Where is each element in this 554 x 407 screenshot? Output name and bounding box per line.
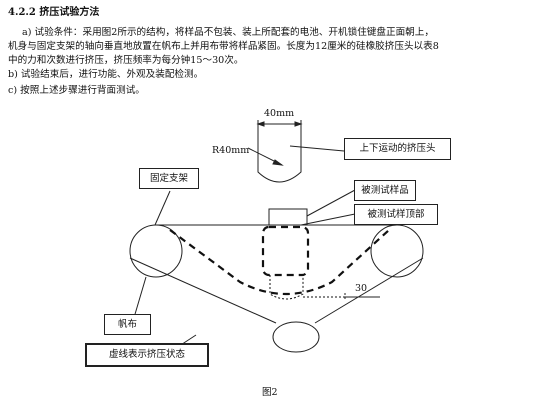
dimension-width-label: 40mm: [264, 108, 295, 119]
paragraph-a-line-1: a) 试验条件：采用图2所示的结构，将样品不包装、装上所配套的电池、开机锁住键盘…: [22, 27, 434, 38]
test-sample: [268, 208, 308, 226]
dimension-arrow-left: [256, 121, 265, 127]
dashed-note-label: 虚线表示挤压状态: [85, 343, 209, 367]
press-head-label: 上下运动的挤压头: [344, 138, 451, 160]
sample-leader: [306, 189, 356, 217]
squeeze-canvas-dashed: [169, 229, 390, 296]
press-head: [257, 134, 302, 183]
canvas-right-diagonal: [314, 257, 424, 324]
paragraph-b: b) 试验结束后，进行功能、外观及装配检测。: [8, 69, 204, 80]
sample-top-label: 被测试样顶部: [354, 204, 438, 225]
paragraph-c: c) 按照上述步骤进行背面测试。: [8, 85, 145, 96]
sample-label: 被测试样品: [354, 180, 416, 201]
radius-label: R40mm: [212, 145, 250, 156]
squeeze-head-dotted: [269, 275, 304, 300]
dimension-arrow-right: [294, 121, 303, 127]
fixed-frame-leader: [154, 190, 171, 226]
canvas-left-diagonal: [129, 257, 277, 324]
bottom-roller: [272, 321, 320, 353]
angle-label: 30: [355, 283, 368, 294]
figure-caption: 图2: [262, 387, 278, 398]
radius-arrow: [272, 159, 284, 166]
squeeze-head-dashed: [261, 225, 310, 277]
canvas-label: 帆布: [104, 314, 151, 335]
paragraph-a-line-3: 中的力和次数进行挤压，挤压频率为每分钟15～30次。: [8, 55, 244, 66]
section-heading: 4.2.2 挤压试验方法: [8, 7, 100, 18]
sample-top-leader: [300, 213, 356, 226]
fixed-frame-label: 固定支架: [139, 168, 199, 189]
press-head-leader: [289, 145, 345, 152]
paragraph-a-line-2: 机身与固定支架的轴向垂直地放置在帆布上并用布带将样品紧固。长度为12厘米的硅橡胶…: [8, 41, 439, 52]
right-roller: [370, 224, 424, 278]
canvas-leader: [132, 276, 147, 322]
